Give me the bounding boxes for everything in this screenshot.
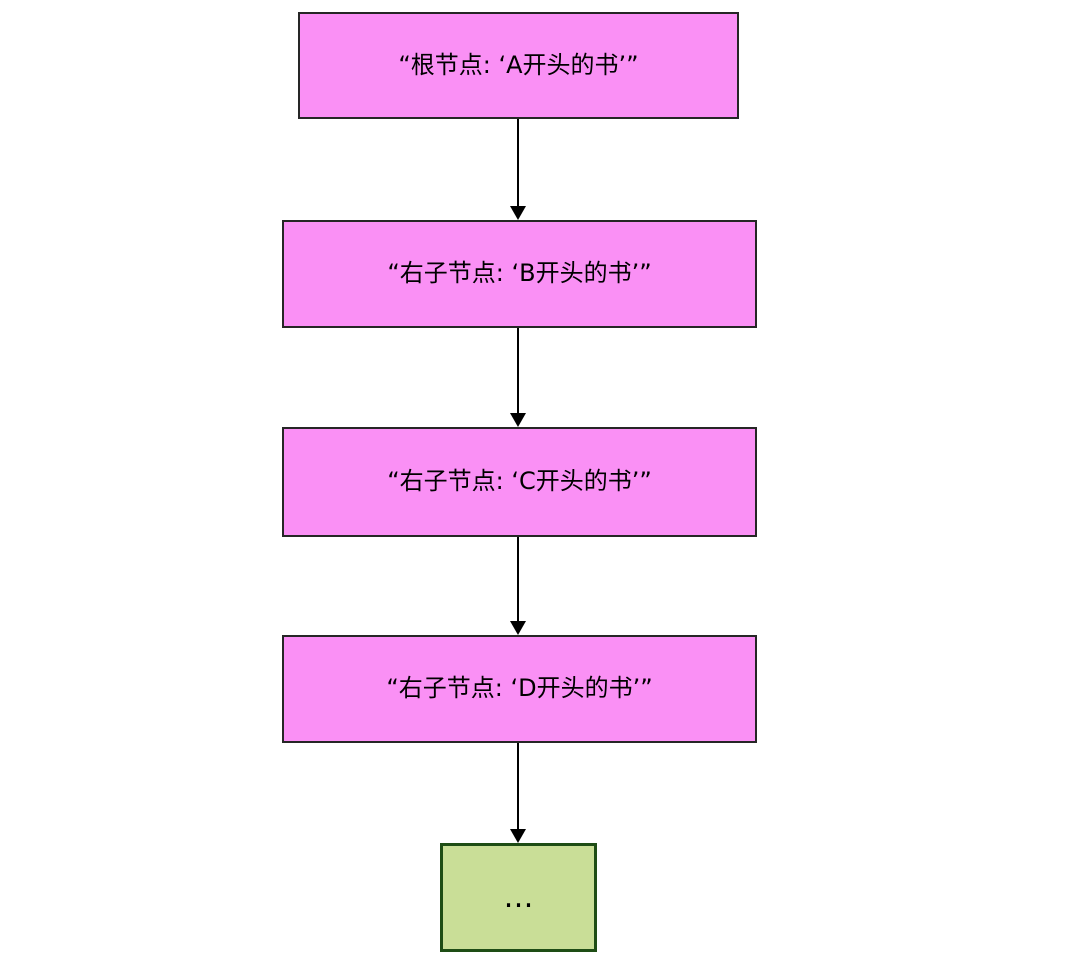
node-right-child-b: “右子节点: ‘B开头的书’” — [282, 220, 757, 328]
node-right-child-b-label: “右子节点: ‘B开头的书’” — [387, 259, 652, 288]
arrow-d-to-ellipsis — [510, 743, 526, 843]
arrow-root-to-b — [510, 119, 526, 220]
node-right-child-c-label: “右子节点: ‘C开头的书’” — [387, 467, 652, 496]
arrowhead-down-icon — [510, 621, 526, 635]
arrow-line — [517, 328, 519, 415]
arrowhead-down-icon — [510, 206, 526, 220]
node-right-child-d: “右子节点: ‘D开头的书’” — [282, 635, 757, 743]
node-right-child-c: “右子节点: ‘C开头的书’” — [282, 427, 757, 537]
node-right-child-d-label: “右子节点: ‘D开头的书’” — [386, 674, 653, 703]
node-ellipsis-label: … — [503, 880, 537, 915]
arrow-line — [517, 119, 519, 208]
node-root-label: “根节点: ‘A开头的书’” — [398, 50, 639, 79]
node-root: “根节点: ‘A开头的书’” — [298, 12, 739, 119]
arrow-line — [517, 537, 519, 623]
arrowhead-down-icon — [510, 829, 526, 843]
arrow-b-to-c — [510, 328, 526, 427]
arrow-c-to-d — [510, 537, 526, 635]
arrow-line — [517, 743, 519, 831]
node-ellipsis: … — [440, 843, 597, 952]
arrowhead-down-icon — [510, 413, 526, 427]
